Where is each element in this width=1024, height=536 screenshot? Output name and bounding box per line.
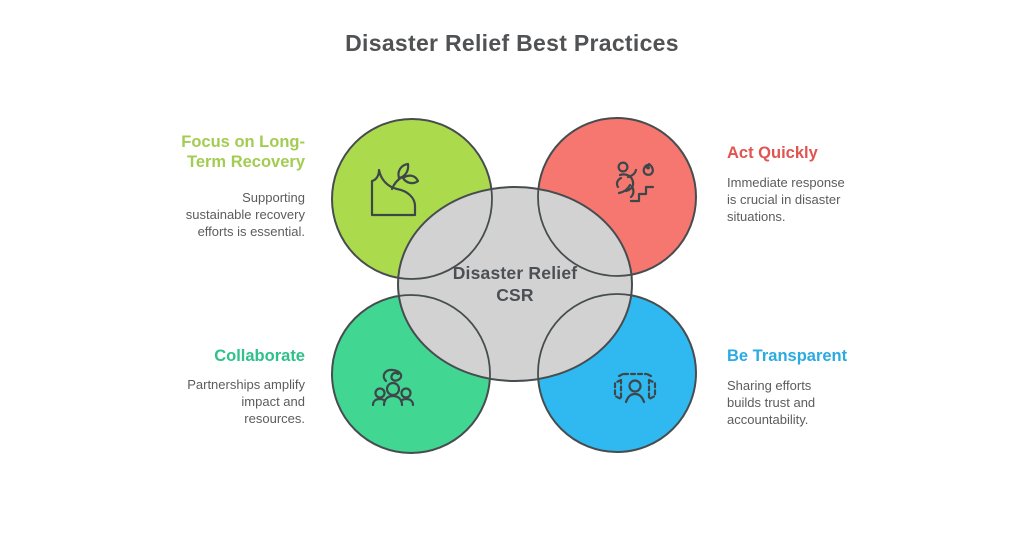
center-hub-label: Disaster Relief CSR xyxy=(452,263,578,305)
node-heading-collaborate: Collaborate xyxy=(214,347,305,365)
team-collaboration-icon xyxy=(371,368,415,407)
node-heading-focus-long-term-recovery: Focus on Long- Term Recovery xyxy=(181,133,305,172)
node-heading-be-transparent: Be Transparent xyxy=(727,347,848,365)
hub-intersection-arcs xyxy=(398,187,632,381)
page-title: Disaster Relief Best Practices xyxy=(345,30,679,56)
runner-urgency-icon xyxy=(615,161,655,203)
node-body-be-transparent: Sharing efforts builds trust and account… xyxy=(727,378,816,428)
center-hub-circle xyxy=(397,186,633,382)
node-body-act-quickly: Immediate response is crucial in disaste… xyxy=(727,175,845,225)
node-body-collaborate: Partnerships amplify impact and resource… xyxy=(187,377,305,427)
transparency-audience-icon xyxy=(613,372,657,404)
node-heading-act-quickly: Act Quickly xyxy=(727,144,818,162)
sprout-growth-icon xyxy=(370,162,420,217)
node-body-focus-long-term-recovery: Supporting sustainable recovery efforts … xyxy=(185,190,305,240)
